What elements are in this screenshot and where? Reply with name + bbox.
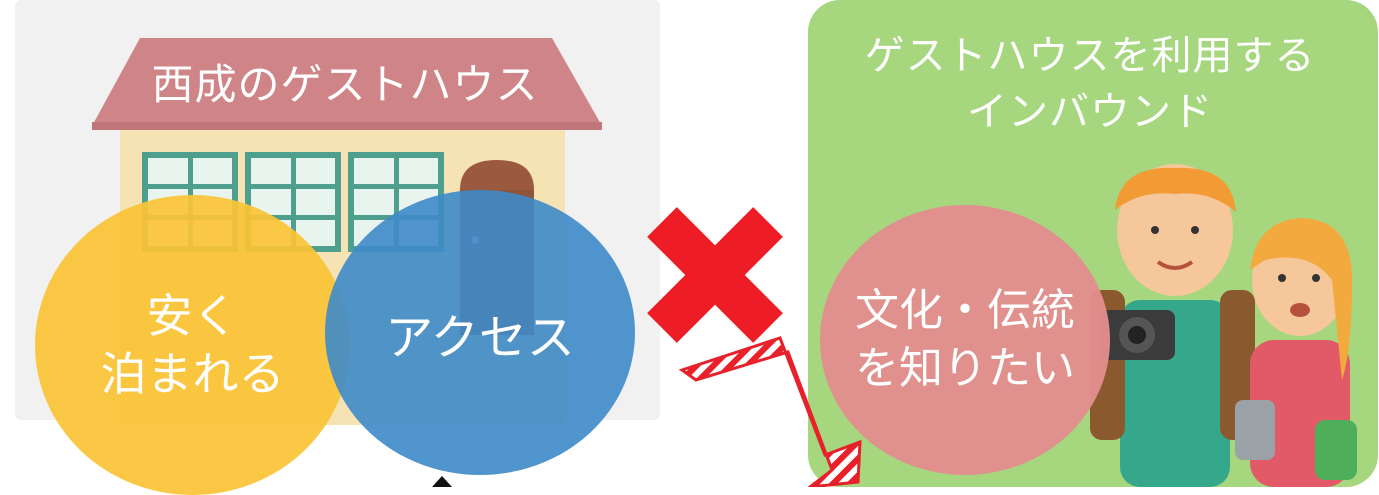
cheap-stay-line2: 泊まれる xyxy=(100,347,285,401)
culture-line2: を知りたい xyxy=(855,343,1075,394)
caret-icon xyxy=(432,476,452,487)
hatched-arrow-icon xyxy=(678,336,862,487)
inbound-title-line1: ゲストハウスを利用する xyxy=(864,33,1316,79)
roof-edge xyxy=(92,122,602,130)
inbound-title-line2: インバウンド xyxy=(967,89,1213,135)
roof-label: 西成のゲストハウス xyxy=(151,60,539,109)
cheap-stay-line1: 安く xyxy=(146,289,239,343)
cheap-stay-circle: 安く 泊まれる xyxy=(35,195,350,495)
inbound-title: ゲストハウスを利用する インバウンド xyxy=(830,28,1350,148)
culture-tradition-circle: 文化・伝統 を知りたい xyxy=(820,205,1110,475)
house-roof xyxy=(92,38,602,126)
culture-line1: 文化・伝統 xyxy=(855,285,1075,336)
window-2 xyxy=(245,152,341,252)
access-label: アクセス xyxy=(385,309,575,366)
tourists-illustration xyxy=(1090,164,1357,487)
access-circle: アクセス xyxy=(325,190,635,475)
